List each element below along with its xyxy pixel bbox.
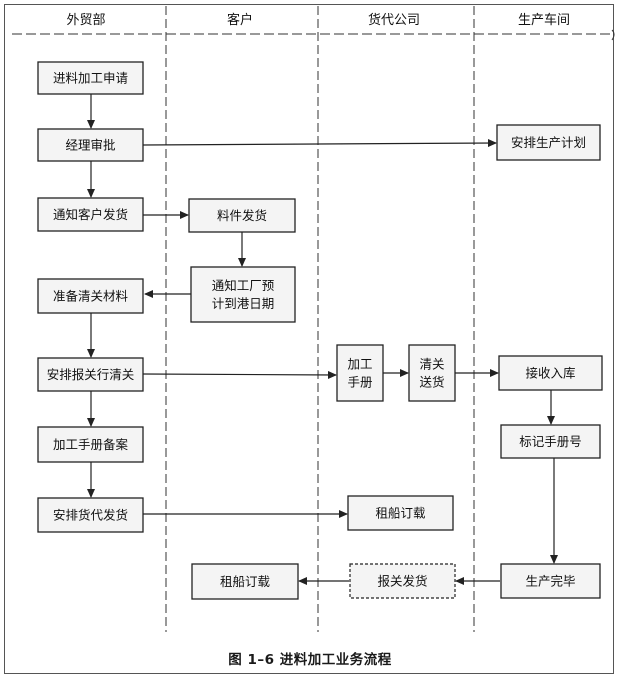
node-manager-approval: 经理审批 xyxy=(37,128,144,162)
node-box xyxy=(500,563,601,599)
node-label: 标记手册号 xyxy=(519,434,582,449)
node-label: 料件发货 xyxy=(217,208,267,223)
node-box xyxy=(347,495,454,531)
node-box xyxy=(496,124,601,161)
lane-title-customer: 客户 xyxy=(227,12,253,28)
node-prepare-clearance: 准备清关材料 xyxy=(37,278,144,314)
node-label: 清关 xyxy=(419,357,444,372)
connectors xyxy=(87,94,558,585)
node-box xyxy=(37,128,144,162)
node-label: 进料加工申请 xyxy=(53,71,128,86)
node-box xyxy=(37,357,144,392)
node-arrange-broker: 安排报关行清关 xyxy=(37,357,144,392)
node-label: 接收入库 xyxy=(525,366,575,381)
node-label: 准备清关材料 xyxy=(53,289,129,304)
node-label: 安排生产计划 xyxy=(511,135,586,150)
node-box xyxy=(349,563,456,599)
nodes: 进料加工申请经理审批通知客户发货准备清关材料安排报关行清关加工手册备案安排货代发… xyxy=(37,61,603,600)
node-notify-customer: 通知客户发货 xyxy=(37,197,144,232)
node-label: 经理审批 xyxy=(65,138,115,153)
node-label: 手册 xyxy=(347,375,372,390)
node-handbook-record: 加工手册备案 xyxy=(37,426,144,463)
figure-caption: 图 1–6 进料加工业务流程 xyxy=(228,652,392,668)
node-apply-processing: 进料加工申请 xyxy=(37,61,144,95)
lane-title-trade-dept: 外贸部 xyxy=(66,13,105,28)
node-box xyxy=(191,563,299,600)
node-box xyxy=(336,344,384,402)
node-label: 安排报关行清关 xyxy=(47,367,135,382)
node-label: 生产完毕 xyxy=(525,574,575,589)
figure-frame xyxy=(4,4,614,674)
header-end-mark xyxy=(611,29,615,41)
node-book-vessel-customer: 租船订载 xyxy=(191,563,299,600)
node-box xyxy=(37,426,144,463)
lane-title-production: 生产车间 xyxy=(518,12,570,28)
node-label: 通知客户发货 xyxy=(53,207,128,222)
node-label: 报关发货 xyxy=(377,574,427,589)
node-label: 加工 xyxy=(347,357,372,372)
node-label: 通知工厂预 xyxy=(212,278,275,293)
node-mark-handbook: 标记手册号 xyxy=(500,424,601,459)
node-book-vessel-forwarder: 租船订载 xyxy=(347,495,454,531)
node-label: 送货 xyxy=(419,375,444,390)
lane-title-forwarder: 货代公司 xyxy=(368,12,420,28)
node-label: 租船订载 xyxy=(375,506,426,521)
node-customs-ship: 报关发货 xyxy=(349,563,456,599)
node-label: 安排货代发货 xyxy=(53,508,128,523)
node-box xyxy=(37,197,144,232)
node-box xyxy=(188,198,296,233)
node-label: 计到港日期 xyxy=(212,296,275,311)
node-box xyxy=(500,424,601,459)
node-box xyxy=(408,344,456,402)
node-processing-handbook: 加工手册 xyxy=(336,344,384,402)
node-box xyxy=(498,355,603,391)
node-receive-warehouse: 接收入库 xyxy=(498,355,603,391)
node-production-complete: 生产完毕 xyxy=(500,563,601,599)
node-production-plan: 安排生产计划 xyxy=(496,124,601,161)
node-label: 加工手册备案 xyxy=(53,437,129,452)
node-arrange-forwarder: 安排货代发货 xyxy=(37,497,144,533)
node-label: 租船订载 xyxy=(220,574,271,589)
arrow xyxy=(142,139,497,148)
node-box xyxy=(190,266,296,323)
node-box xyxy=(37,61,144,95)
node-ship-materials: 料件发货 xyxy=(188,198,296,233)
node-box xyxy=(37,497,144,533)
node-box xyxy=(37,278,144,314)
arrow xyxy=(142,370,337,379)
